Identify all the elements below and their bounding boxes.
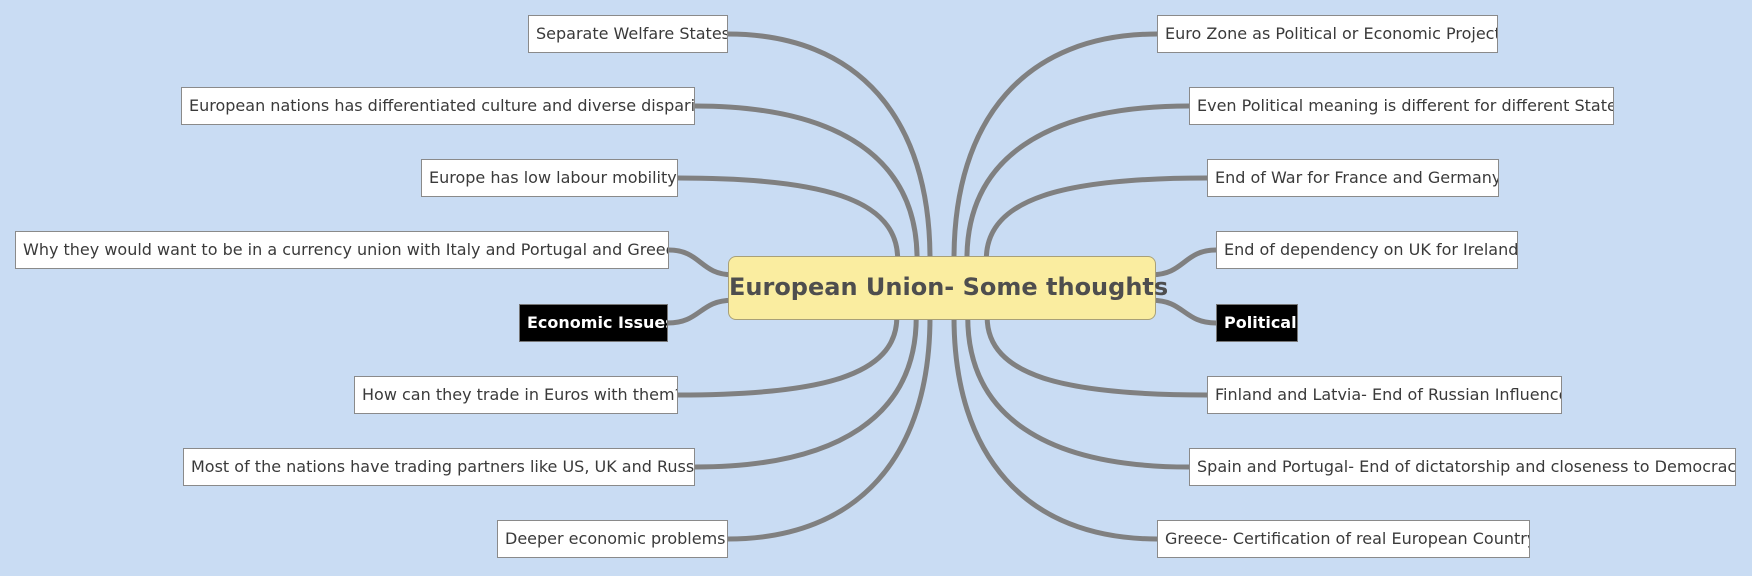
topic-low-labour-mobility[interactable]: Europe has low labour mobility	[421, 159, 678, 197]
connector-right-1	[967, 106, 1189, 259]
connector-right-2	[986, 178, 1207, 259]
connector-right-5	[987, 317, 1207, 395]
topic-end-of-war[interactable]: End of War for France and Germany	[1207, 159, 1499, 197]
topic-economic-issues[interactable]: Economic Issues	[519, 304, 668, 342]
topic-spain-portugal[interactable]: Spain and Portugal- End of dictatorship …	[1189, 448, 1736, 486]
topic-trade-in-euros[interactable]: How can they trade in Euros with them?	[354, 376, 678, 414]
connector-left-0	[728, 34, 930, 259]
topic-trading-partners[interactable]: Most of the nations have trading partner…	[183, 448, 695, 486]
topic-end-of-dependency[interactable]: End of dependency on UK for Ireland	[1216, 231, 1518, 269]
connector-left-1	[695, 106, 917, 259]
connector-right-7	[954, 317, 1157, 539]
connector-left-3	[669, 250, 732, 275]
topic-differentiated-culture[interactable]: European nations has differentiated cult…	[181, 87, 695, 125]
topic-separate-welfare-states[interactable]: Separate Welfare States	[528, 15, 728, 53]
connector-right-0	[954, 34, 1157, 259]
connector-right-4	[1152, 300, 1216, 323]
connector-left-4	[668, 300, 732, 323]
topic-euro-zone-project[interactable]: Euro Zone as Political or Economic Proje…	[1157, 15, 1498, 53]
topic-deeper-economic-problems[interactable]: Deeper economic problems	[497, 520, 728, 558]
topic-finland-latvia[interactable]: Finland and Latvia- End of Russian Influ…	[1207, 376, 1562, 414]
central-topic[interactable]: European Union- Some thoughts	[728, 256, 1156, 320]
topic-political[interactable]: Political	[1216, 304, 1298, 342]
topic-political-meaning[interactable]: Even Political meaning is different for …	[1189, 87, 1614, 125]
topic-greece-certification[interactable]: Greece- Certification of real European C…	[1157, 520, 1530, 558]
connector-left-2	[678, 178, 898, 259]
connector-left-5	[678, 317, 897, 395]
connector-left-7	[728, 317, 930, 539]
connector-right-3	[1152, 250, 1216, 275]
topic-why-currency-union[interactable]: Why they would want to be in a currency …	[15, 231, 669, 269]
